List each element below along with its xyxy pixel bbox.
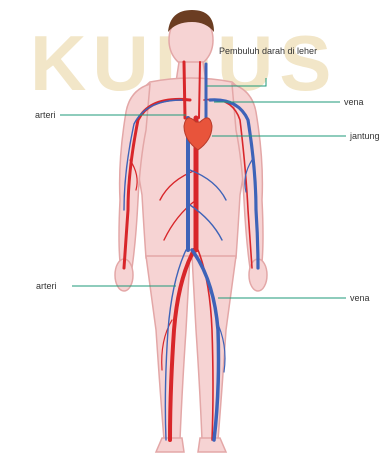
right-leg <box>192 256 236 440</box>
label-arteri-top: arteri <box>35 110 56 121</box>
label-vena-top: vena <box>344 97 364 108</box>
label-arteri-bottom: arteri <box>36 281 57 292</box>
neck-artery-left <box>184 62 185 118</box>
neck-artery-right <box>199 62 200 118</box>
label-pembuluh-darah-leher: Pembuluh darah di leher <box>219 46 349 57</box>
label-jantung: jantung <box>350 131 380 142</box>
label-vena-bottom: vena <box>350 293 370 304</box>
